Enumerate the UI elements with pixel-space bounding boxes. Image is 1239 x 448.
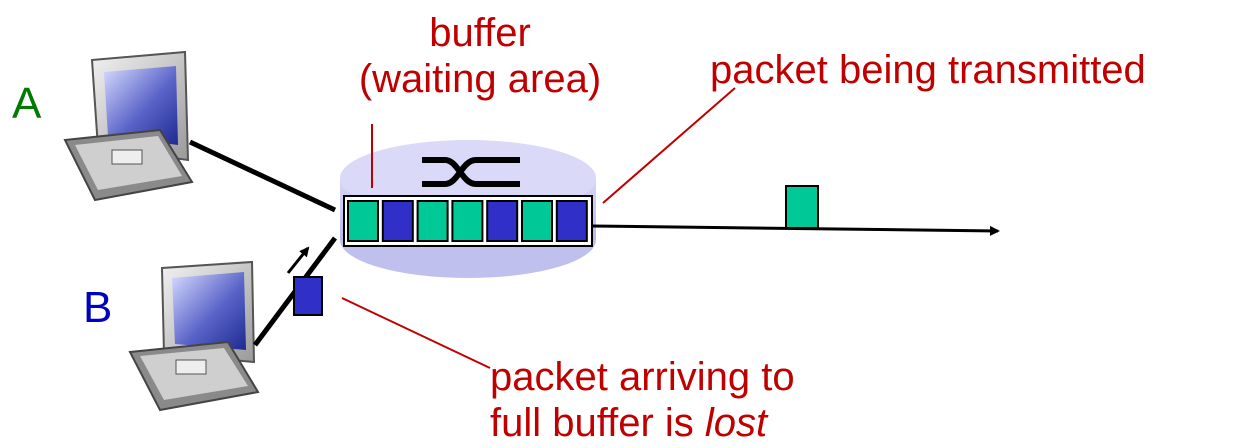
queued-packet-blue [555, 200, 588, 242]
queued-packet-blue [486, 200, 519, 242]
link-a-router [188, 139, 337, 213]
queued-packet-green [347, 200, 379, 242]
buffer-label: buffer (waiting area) [330, 10, 630, 102]
queued-packet-green [521, 200, 553, 242]
lost-callout-line [341, 297, 491, 369]
transmitted-callout-line [602, 87, 736, 204]
host-b-label: B [83, 283, 113, 332]
arrival-arrow [286, 246, 310, 274]
buffer-label-line1: buffer [429, 11, 531, 55]
arriving-label-line2: full buffer is lost [490, 400, 795, 446]
computer-a-icon [63, 50, 194, 202]
arriving-packet [293, 276, 323, 316]
lost-emphasis: lost [704, 401, 768, 445]
transmitted-label: packet being transmitted [710, 48, 1146, 92]
computer-b-icon [128, 260, 260, 412]
arriving-label-line1: packet arriving to [490, 355, 795, 399]
arriving-label: packet arriving to full buffer is lost [490, 354, 795, 446]
queued-packet-green [451, 200, 484, 242]
buffer-label-line2: (waiting area) [358, 57, 602, 101]
transmitted-packet [785, 185, 819, 229]
buffer-queue-packets [347, 200, 588, 242]
queued-packet-green [416, 200, 449, 242]
host-a-label: A [12, 79, 42, 128]
arriving-label-prefix: full buffer is [490, 401, 705, 445]
queued-packet-blue [381, 200, 414, 242]
